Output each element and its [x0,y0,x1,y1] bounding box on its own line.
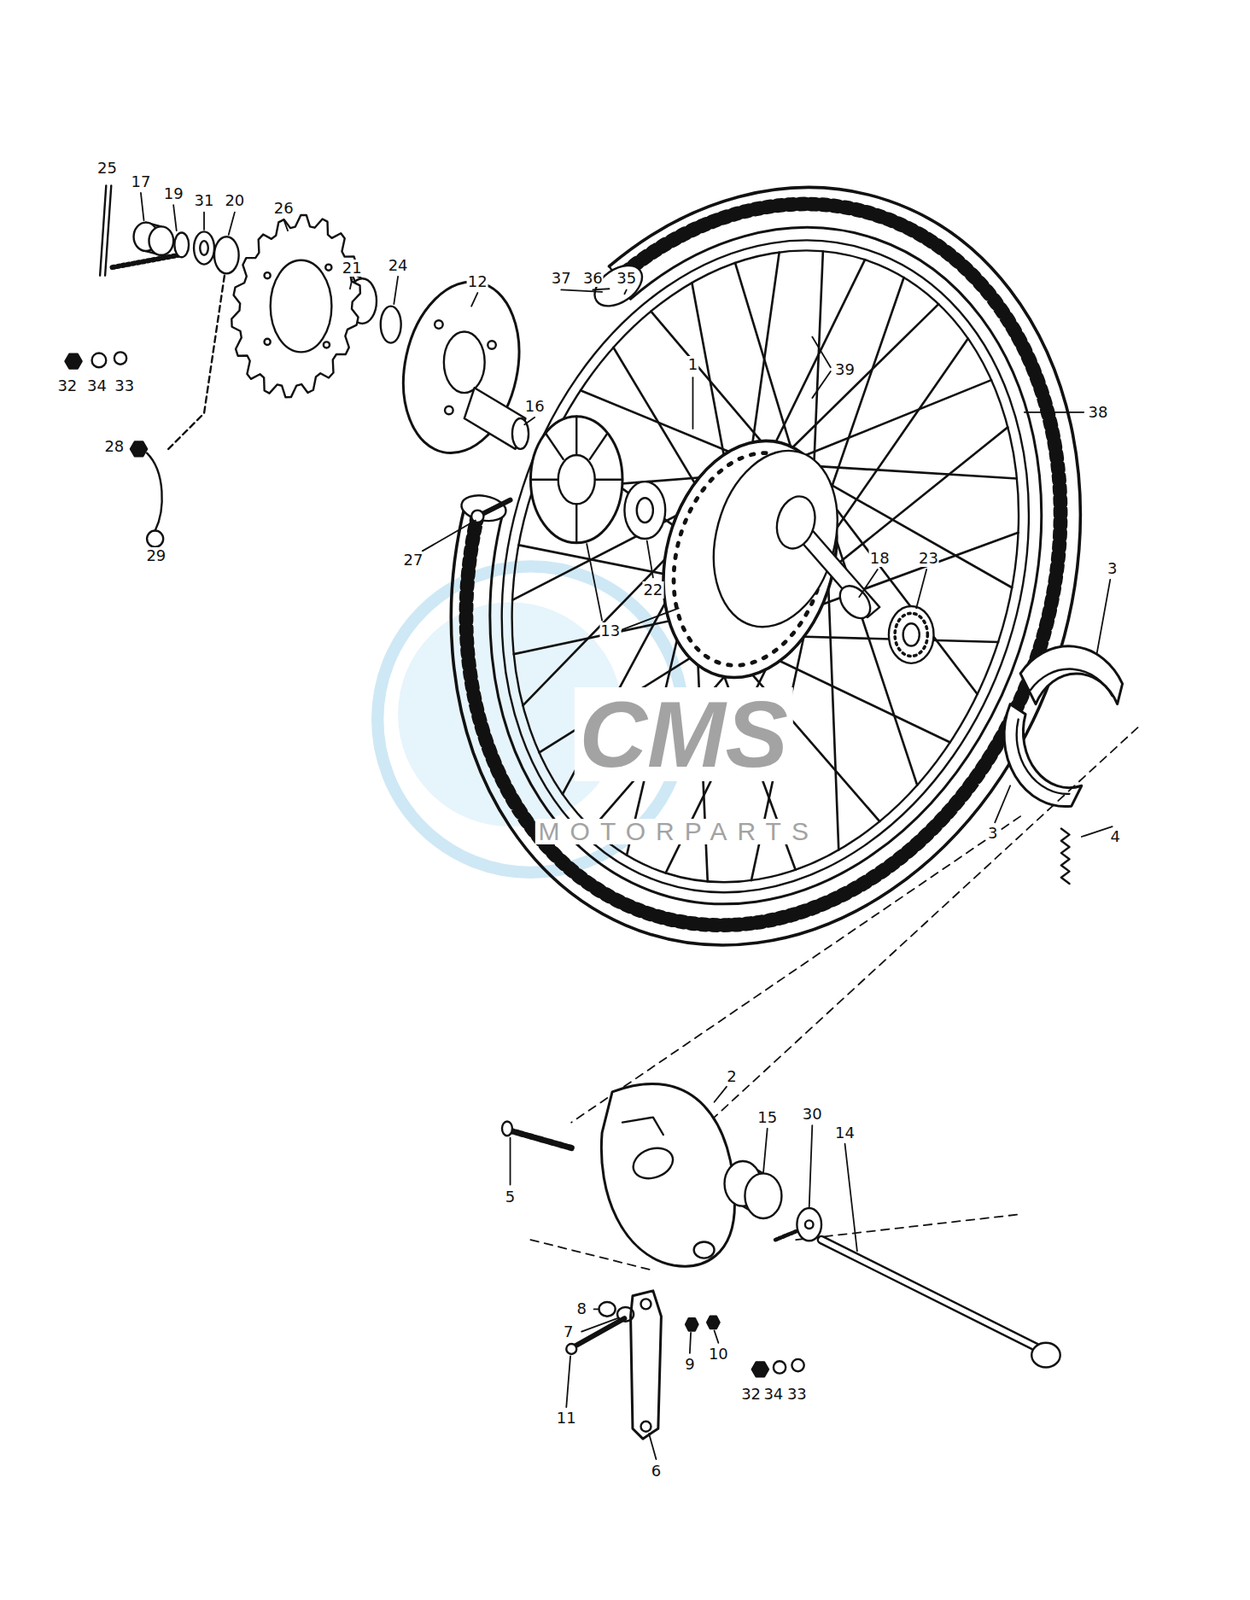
sprocket [231,215,361,398]
callout-number: 5 [504,1188,516,1206]
callout-number: 33 [113,377,135,395]
callout-number: 1 [687,356,699,374]
callout-number: 3 [987,824,999,842]
callout-number: 31 [193,192,216,210]
callout-number: 34 [762,1385,784,1403]
spoke [801,379,992,457]
callout-number: 11 [555,1409,578,1427]
callout-number: 9 [683,1355,696,1373]
callout-number: 14 [834,1124,856,1142]
callout-number: 17 [129,173,152,191]
watermark-text: MOTORPARTS [535,818,823,845]
callout-number: 39 [834,361,856,379]
callout-number: 27 [403,551,425,569]
callout-number: 23 [917,549,940,567]
leader-lines [140,192,1113,1460]
callout-number: 16 [524,397,546,415]
callout-number: 12 [467,273,489,291]
callout-number: 8 [575,1300,587,1318]
callout-number: 4 [1109,828,1122,846]
callout-number: 26 [273,199,295,217]
callout-number: 6 [650,1462,662,1480]
callout-number: 13 [599,622,621,640]
spoke [817,466,1017,479]
spoke [823,426,1008,575]
callout-number: 2 [725,1068,737,1086]
tire-tread [466,204,1061,926]
callout-number: 3 [1106,560,1118,578]
callout-number: 32 [740,1385,762,1403]
rim [420,170,1111,962]
callout-number: 10 [707,1345,730,1363]
callout-number: 19 [163,185,185,203]
spoke [827,562,839,850]
callout-number: 21 [341,259,363,277]
callout-number: 7 [562,1323,574,1341]
callout-number: 35 [615,269,637,287]
callout-number: 37 [550,269,573,287]
callout-number: 15 [756,1109,778,1127]
tire [450,187,1081,946]
spoke [829,338,968,539]
spoke [829,484,1012,588]
callout-number: 36 [582,269,604,287]
callout-number: 24 [387,257,409,275]
callout-number: 38 [1086,403,1109,421]
callout-number: 33 [786,1385,808,1403]
callout-number: 25 [96,159,118,177]
callout-number: 32 [56,377,78,395]
callout-number: 29 [145,547,167,565]
callout-number: 22 [642,581,664,599]
callout-number: 20 [223,192,246,210]
watermark-text: CMS [573,687,793,782]
callout-number: 28 [103,438,125,456]
callout-number: 34 [86,377,108,395]
callout-number: 30 [801,1105,824,1123]
spoke [765,654,951,742]
callout-number: 18 [869,549,891,567]
